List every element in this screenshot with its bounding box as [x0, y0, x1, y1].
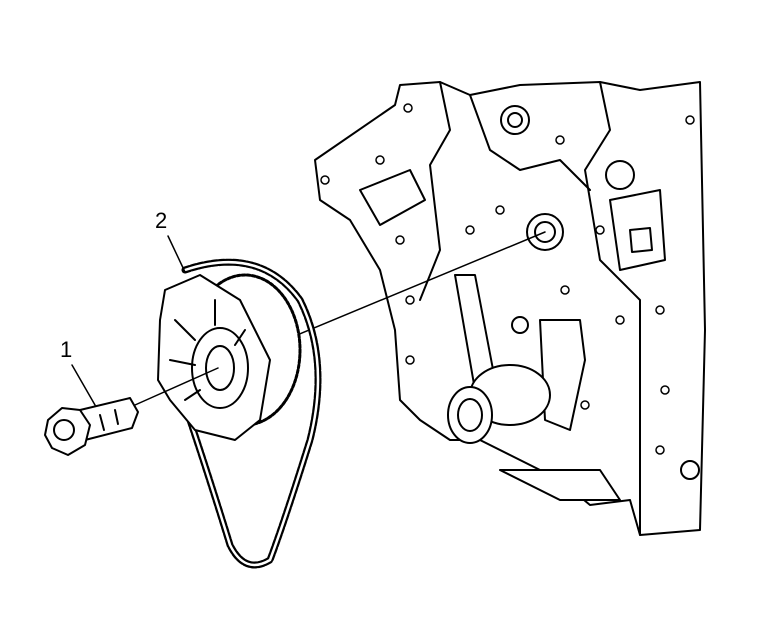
callout-label-sprocket: 2 — [155, 208, 168, 233]
engine-block — [314, 81, 706, 536]
timing-chain — [181, 258, 322, 569]
bolt-leader-line — [134, 367, 219, 406]
callout-label-bolt: 1 — [60, 337, 73, 362]
bolt — [44, 397, 139, 456]
block-bolt-holes — [320, 103, 695, 455]
callout-2-leader — [167, 235, 186, 273]
camshaft-sprocket — [157, 273, 302, 441]
callout-1-leader — [71, 364, 96, 406]
